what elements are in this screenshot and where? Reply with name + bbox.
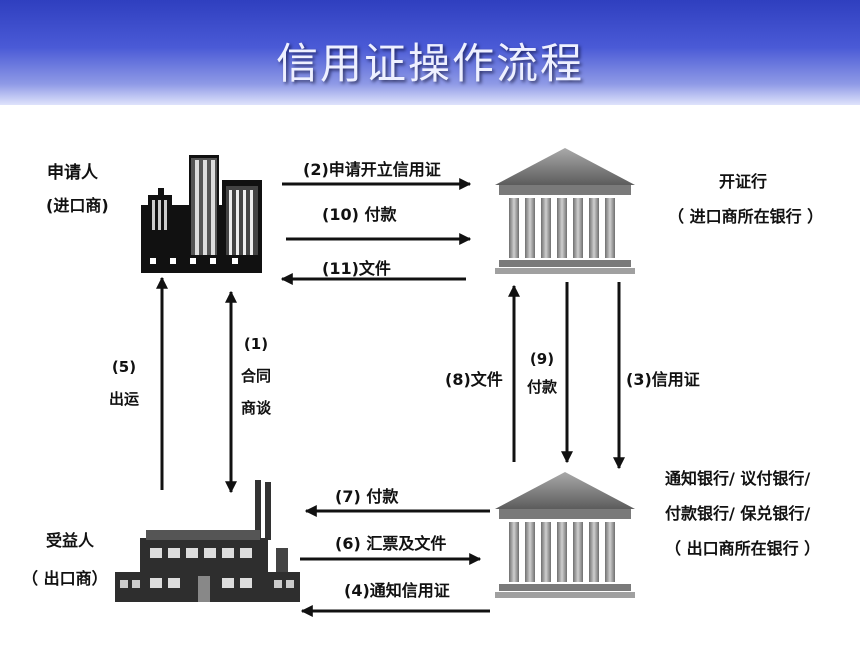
bank-building-icon — [495, 472, 635, 598]
beneficiary-name: 受益人 — [46, 531, 95, 550]
step-1-num: (1) — [243, 335, 269, 353]
step-5-num: (5) — [111, 358, 137, 376]
advising-bank-line-1: 通知银行/ 议付银行/ — [665, 469, 811, 488]
step-3-label: (3)信用证 — [626, 370, 700, 389]
step-1-label: (1) 合同 商谈 — [236, 331, 276, 421]
step-7-label: (7) 付款 — [335, 487, 399, 506]
issuing-bank-name: 开证行 — [719, 172, 768, 191]
step-9-text: 付款 — [526, 378, 557, 396]
factory-icon — [115, 480, 300, 602]
step-1-text-1: 合同 — [240, 367, 271, 385]
step-6-label: (6) 汇票及文件 — [335, 534, 447, 553]
step-2-label: (2)申请开立信用证 — [303, 160, 441, 179]
advising-bank-line-2: 付款银行/ 保兑银行/ — [665, 504, 811, 523]
city-buildings-icon — [141, 155, 262, 273]
beneficiary-role: （ 出口商） — [22, 569, 108, 588]
page-title: 信用证操作流程 — [275, 39, 584, 88]
step-11-label: (11)文件 — [322, 259, 391, 278]
applicant-name: 申请人 — [47, 163, 98, 183]
step-9-num: (9) — [529, 350, 555, 368]
step-9-label: (9) 付款 — [522, 346, 562, 400]
step-5-text: 出运 — [108, 390, 139, 408]
issuing-bank-role: （ 进口商所在银行 ） — [668, 207, 824, 226]
advising-bank-line-3: （ 出口商所在银行 ） — [665, 539, 821, 558]
applicant-role: (进口商) — [46, 196, 109, 215]
step-8-label: (8)文件 — [445, 370, 503, 389]
step-1-text-2: 商谈 — [240, 399, 271, 417]
title-banner: 信用证操作流程 — [0, 0, 860, 105]
step-5-label: (5) 出运 — [104, 354, 144, 412]
bank-building-icon — [495, 148, 635, 274]
step-10-label: (10) 付款 — [322, 205, 397, 224]
step-4-label: (4)通知信用证 — [344, 581, 450, 600]
